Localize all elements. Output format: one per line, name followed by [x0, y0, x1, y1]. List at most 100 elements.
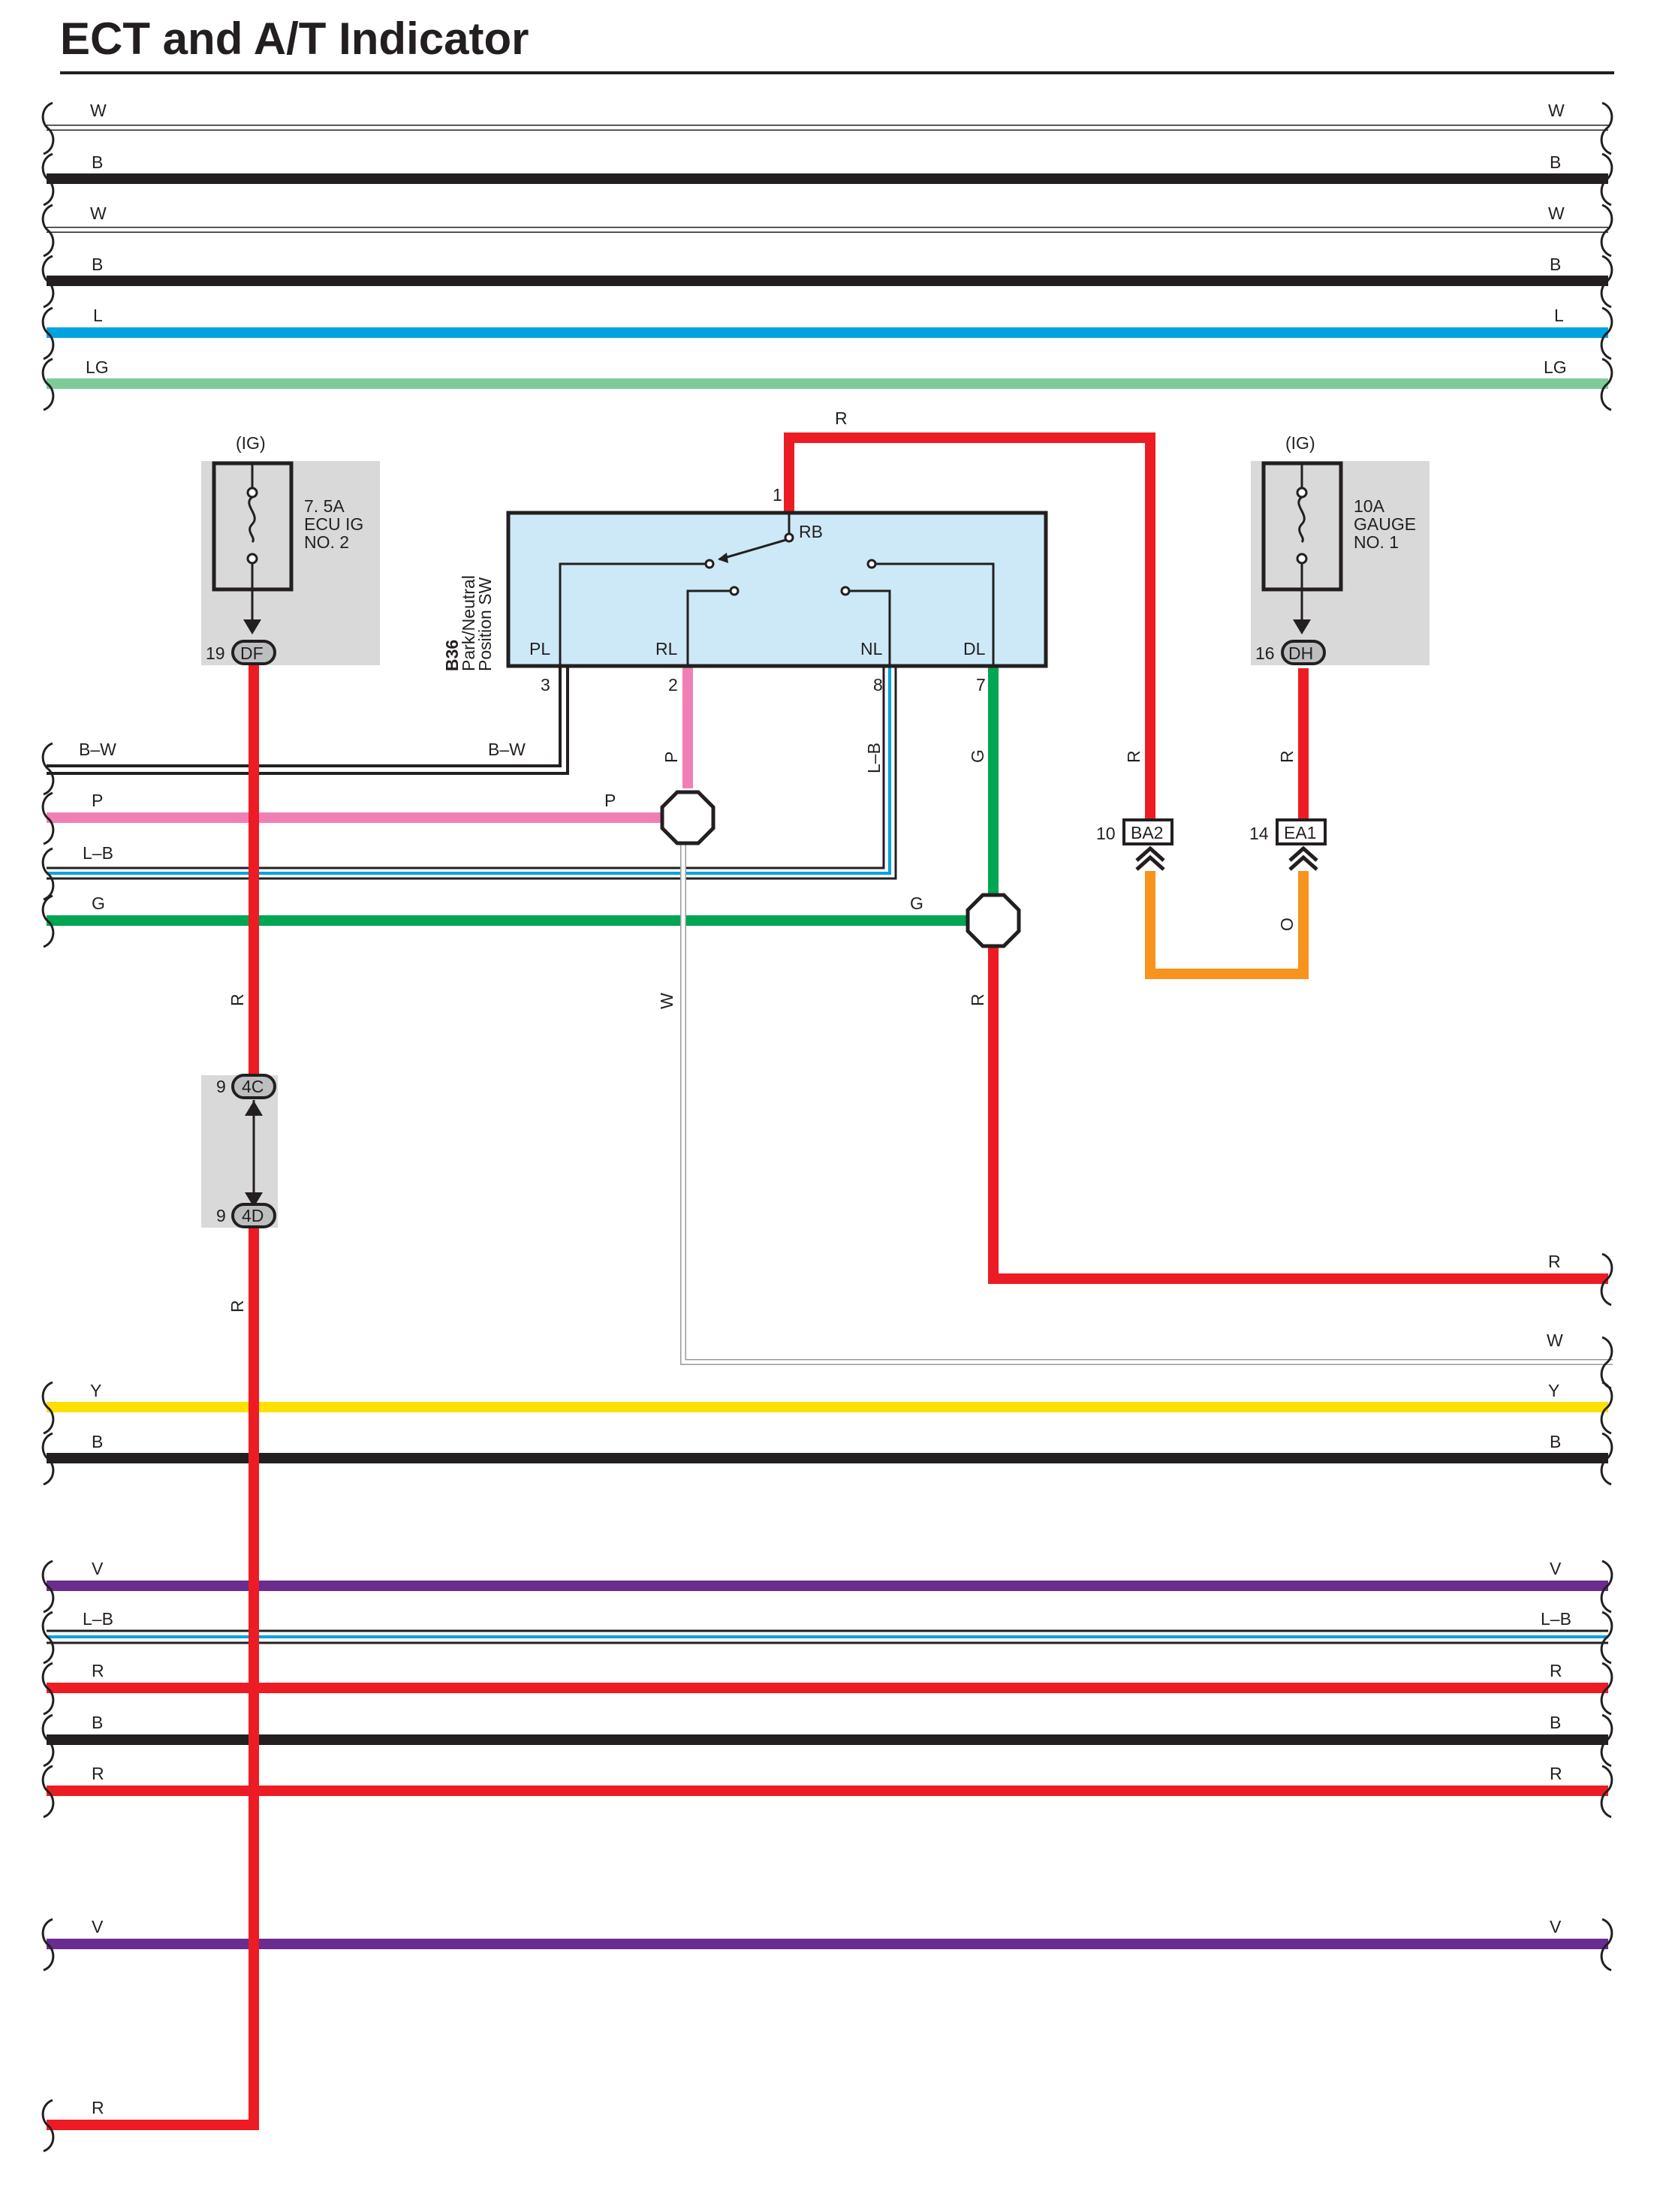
fuse-gauge-pin: 16 — [1255, 643, 1275, 663]
orange-wire — [1145, 871, 1309, 979]
c4c-connector-group: 9 4C — [216, 1074, 276, 1116]
arrow-down-icon — [245, 1192, 263, 1207]
terminal-nl: NL — [860, 639, 883, 658]
c4d-pin: 9 — [216, 1206, 226, 1225]
vertical-wire-labels: P L–B G R R O R R W R — [227, 743, 1297, 1312]
ba2-connector — [1122, 818, 1173, 845]
pin-nl: 8 — [873, 675, 883, 695]
ea1-pin: 14 — [1249, 824, 1269, 843]
wire-labels: R B–W B–W P P L–B G G R W R — [79, 408, 1563, 2117]
wire-label-orange: O — [1277, 918, 1297, 931]
wire-label-g-left: G — [92, 894, 105, 913]
junction-p-w — [660, 790, 716, 845]
fuse-gauge-supply-label: (IG) — [1285, 433, 1315, 453]
ea1-label: EA1 — [1284, 823, 1316, 842]
c4c-pin: 9 — [216, 1077, 226, 1096]
chevron-up-icon — [1288, 845, 1318, 871]
wire-label-jg-vert: R — [968, 993, 987, 1006]
ba2-pin: 10 — [1096, 824, 1116, 843]
pin-rb: 1 — [773, 485, 782, 505]
bus-label-left-l: L — [93, 306, 103, 325]
df-red-wire-lower — [47, 1222, 259, 2130]
fuse-gauge-icon — [1297, 496, 1306, 544]
switch-code: B36 — [442, 640, 462, 671]
bus-label-right-r-2: R — [1550, 1764, 1562, 1783]
wire-label-p-mid: P — [604, 791, 616, 810]
wire-label-g-mid: G — [910, 894, 923, 913]
bus-label-right-v-2: V — [1550, 1917, 1562, 1936]
junction-4c-4d-area — [201, 1075, 278, 1228]
c4d-label: 4D — [242, 1206, 264, 1225]
bus-label-right-b-1: B — [1550, 152, 1561, 172]
bus-label-left-v-1: V — [92, 1559, 104, 1578]
ea1-connector-group: 14 EA1 — [1249, 818, 1327, 871]
pin-rl: 2 — [668, 675, 678, 695]
c4d-connector-group: 9 4D — [216, 1192, 276, 1228]
pin-dl: 7 — [976, 675, 986, 695]
wire-label-dl-vert: G — [968, 749, 987, 763]
wire-label-r-top: R — [835, 408, 848, 428]
bus-label-right-b-4: B — [1550, 1713, 1561, 1732]
switch-name-2: Position SW — [475, 577, 495, 671]
wire-label-df-vert-2: R — [227, 1300, 247, 1312]
c4c-label: 4C — [242, 1077, 264, 1096]
wire-label-p-left: P — [92, 791, 103, 810]
bus-label-right-w-1: W — [1548, 101, 1565, 120]
bw-wire — [47, 666, 569, 775]
fuse-ecu-pin: 19 — [206, 643, 225, 663]
fuse-gauge-name-2: NO. 1 — [1354, 532, 1399, 552]
bus-label-left-b-3: B — [92, 1432, 103, 1451]
switch-box — [506, 511, 1048, 668]
c4d-connector — [231, 1203, 276, 1228]
rb-red-wire — [784, 432, 1155, 818]
arrow-down-icon — [1293, 619, 1311, 634]
bus-label-left-w-1: W — [90, 101, 107, 120]
bus-label-left-b-2: B — [92, 255, 103, 274]
switch-name-1: Park/Neutral — [459, 575, 478, 671]
ba2-connector-group: 10 BA2 — [1096, 818, 1173, 871]
bottom-bus-labels: Y Y B B V V L–B L–B R R B B R R V V — [83, 1381, 1571, 1936]
top-bus-wires — [47, 125, 1608, 389]
wire-label-lb-left: L–B — [83, 843, 113, 863]
fuse-ecu-name-2: NO. 2 — [304, 532, 349, 552]
fuse-ecu-rating: 7. 5A — [304, 496, 345, 516]
fuse-ecu-name-1: ECU IG — [304, 514, 363, 534]
bus-label-right-b-2: B — [1550, 255, 1561, 274]
dh-connector-label: DH — [1288, 643, 1313, 663]
bus-label-right-y: Y — [1548, 1381, 1559, 1400]
wire-label-df-vert-1: R — [227, 993, 247, 1006]
arrow-down-icon — [243, 619, 261, 634]
terminal-rl: RL — [655, 639, 678, 658]
terminal-pl: PL — [529, 639, 550, 658]
w-vertical-wire — [680, 845, 1613, 1365]
bus-label-left-r-2: R — [92, 1764, 104, 1783]
bus-wire-lb — [47, 1629, 1608, 1644]
wire-label-rl-vert: P — [661, 752, 681, 763]
bus-label-left-b-1: B — [92, 152, 103, 172]
park-neutral-switch: RB PL RL NL DL 1 3 2 8 7 B36 Park/Neutra… — [442, 485, 1048, 695]
bus-label-left-lg: LG — [86, 357, 109, 377]
wire-label-r-right: R — [1548, 1252, 1561, 1271]
wire-label-rb-vert: R — [1124, 750, 1143, 763]
junction-g-r — [966, 893, 1021, 948]
wire-label-bw-mid: B–W — [488, 740, 526, 759]
df-connector-label: DF — [240, 643, 264, 663]
pin-pl: 3 — [541, 675, 550, 695]
df-connector — [231, 640, 276, 665]
c4c-connector — [231, 1074, 276, 1099]
ba2-label: BA2 — [1131, 823, 1163, 842]
terminal-dl: DL — [963, 639, 986, 658]
fuse-ecu-icon — [248, 496, 256, 544]
dh-connector — [1281, 640, 1326, 665]
wire-label-bw-left: B–W — [79, 740, 116, 759]
ea1-connector — [1276, 818, 1327, 845]
chevron-up-icon — [1135, 845, 1165, 871]
wire-label-dh-vert: R — [1277, 750, 1297, 763]
fuse-gauge: (IG) 10A GAUGE NO. 1 16 DH — [1255, 433, 1416, 665]
bus-label-right-l: L — [1554, 306, 1564, 325]
lb-wire — [47, 666, 897, 880]
page-title: ECT and A/T Indicator — [60, 14, 529, 64]
bottom-bus-wires — [47, 1402, 1608, 1949]
bus-label-left-b-4: B — [92, 1713, 103, 1732]
